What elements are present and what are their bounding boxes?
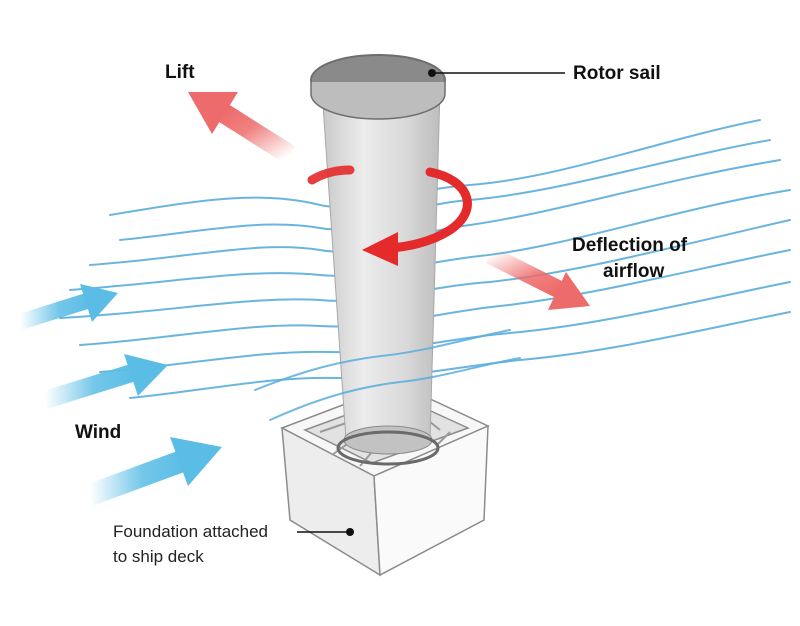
rotor-cylinder (310, 54, 446, 466)
rotor-sail-label: Rotor sail (573, 63, 661, 84)
foundation-label-line1: Foundation attached (113, 522, 269, 541)
rotation-arrow-head (362, 232, 398, 266)
foundation-label-line2: to ship deck (113, 547, 204, 566)
lift-label: Lift (165, 62, 195, 83)
leader-lines (297, 69, 565, 536)
airflow-lines-front (254, 329, 521, 421)
deflection-label-line1: Deflection of (572, 235, 688, 256)
wind-label: Wind (75, 422, 122, 443)
deflection-label-line2: airflow (603, 261, 665, 282)
wind-arrow-middle (42, 354, 168, 409)
wind-arrows (17, 284, 222, 506)
wind-arrow-bottom (86, 437, 222, 506)
rotation-arrow (307, 165, 472, 253)
lift-arrow (188, 92, 296, 164)
wind-arrow-top (17, 284, 118, 330)
deflection-arrow (485, 246, 590, 310)
